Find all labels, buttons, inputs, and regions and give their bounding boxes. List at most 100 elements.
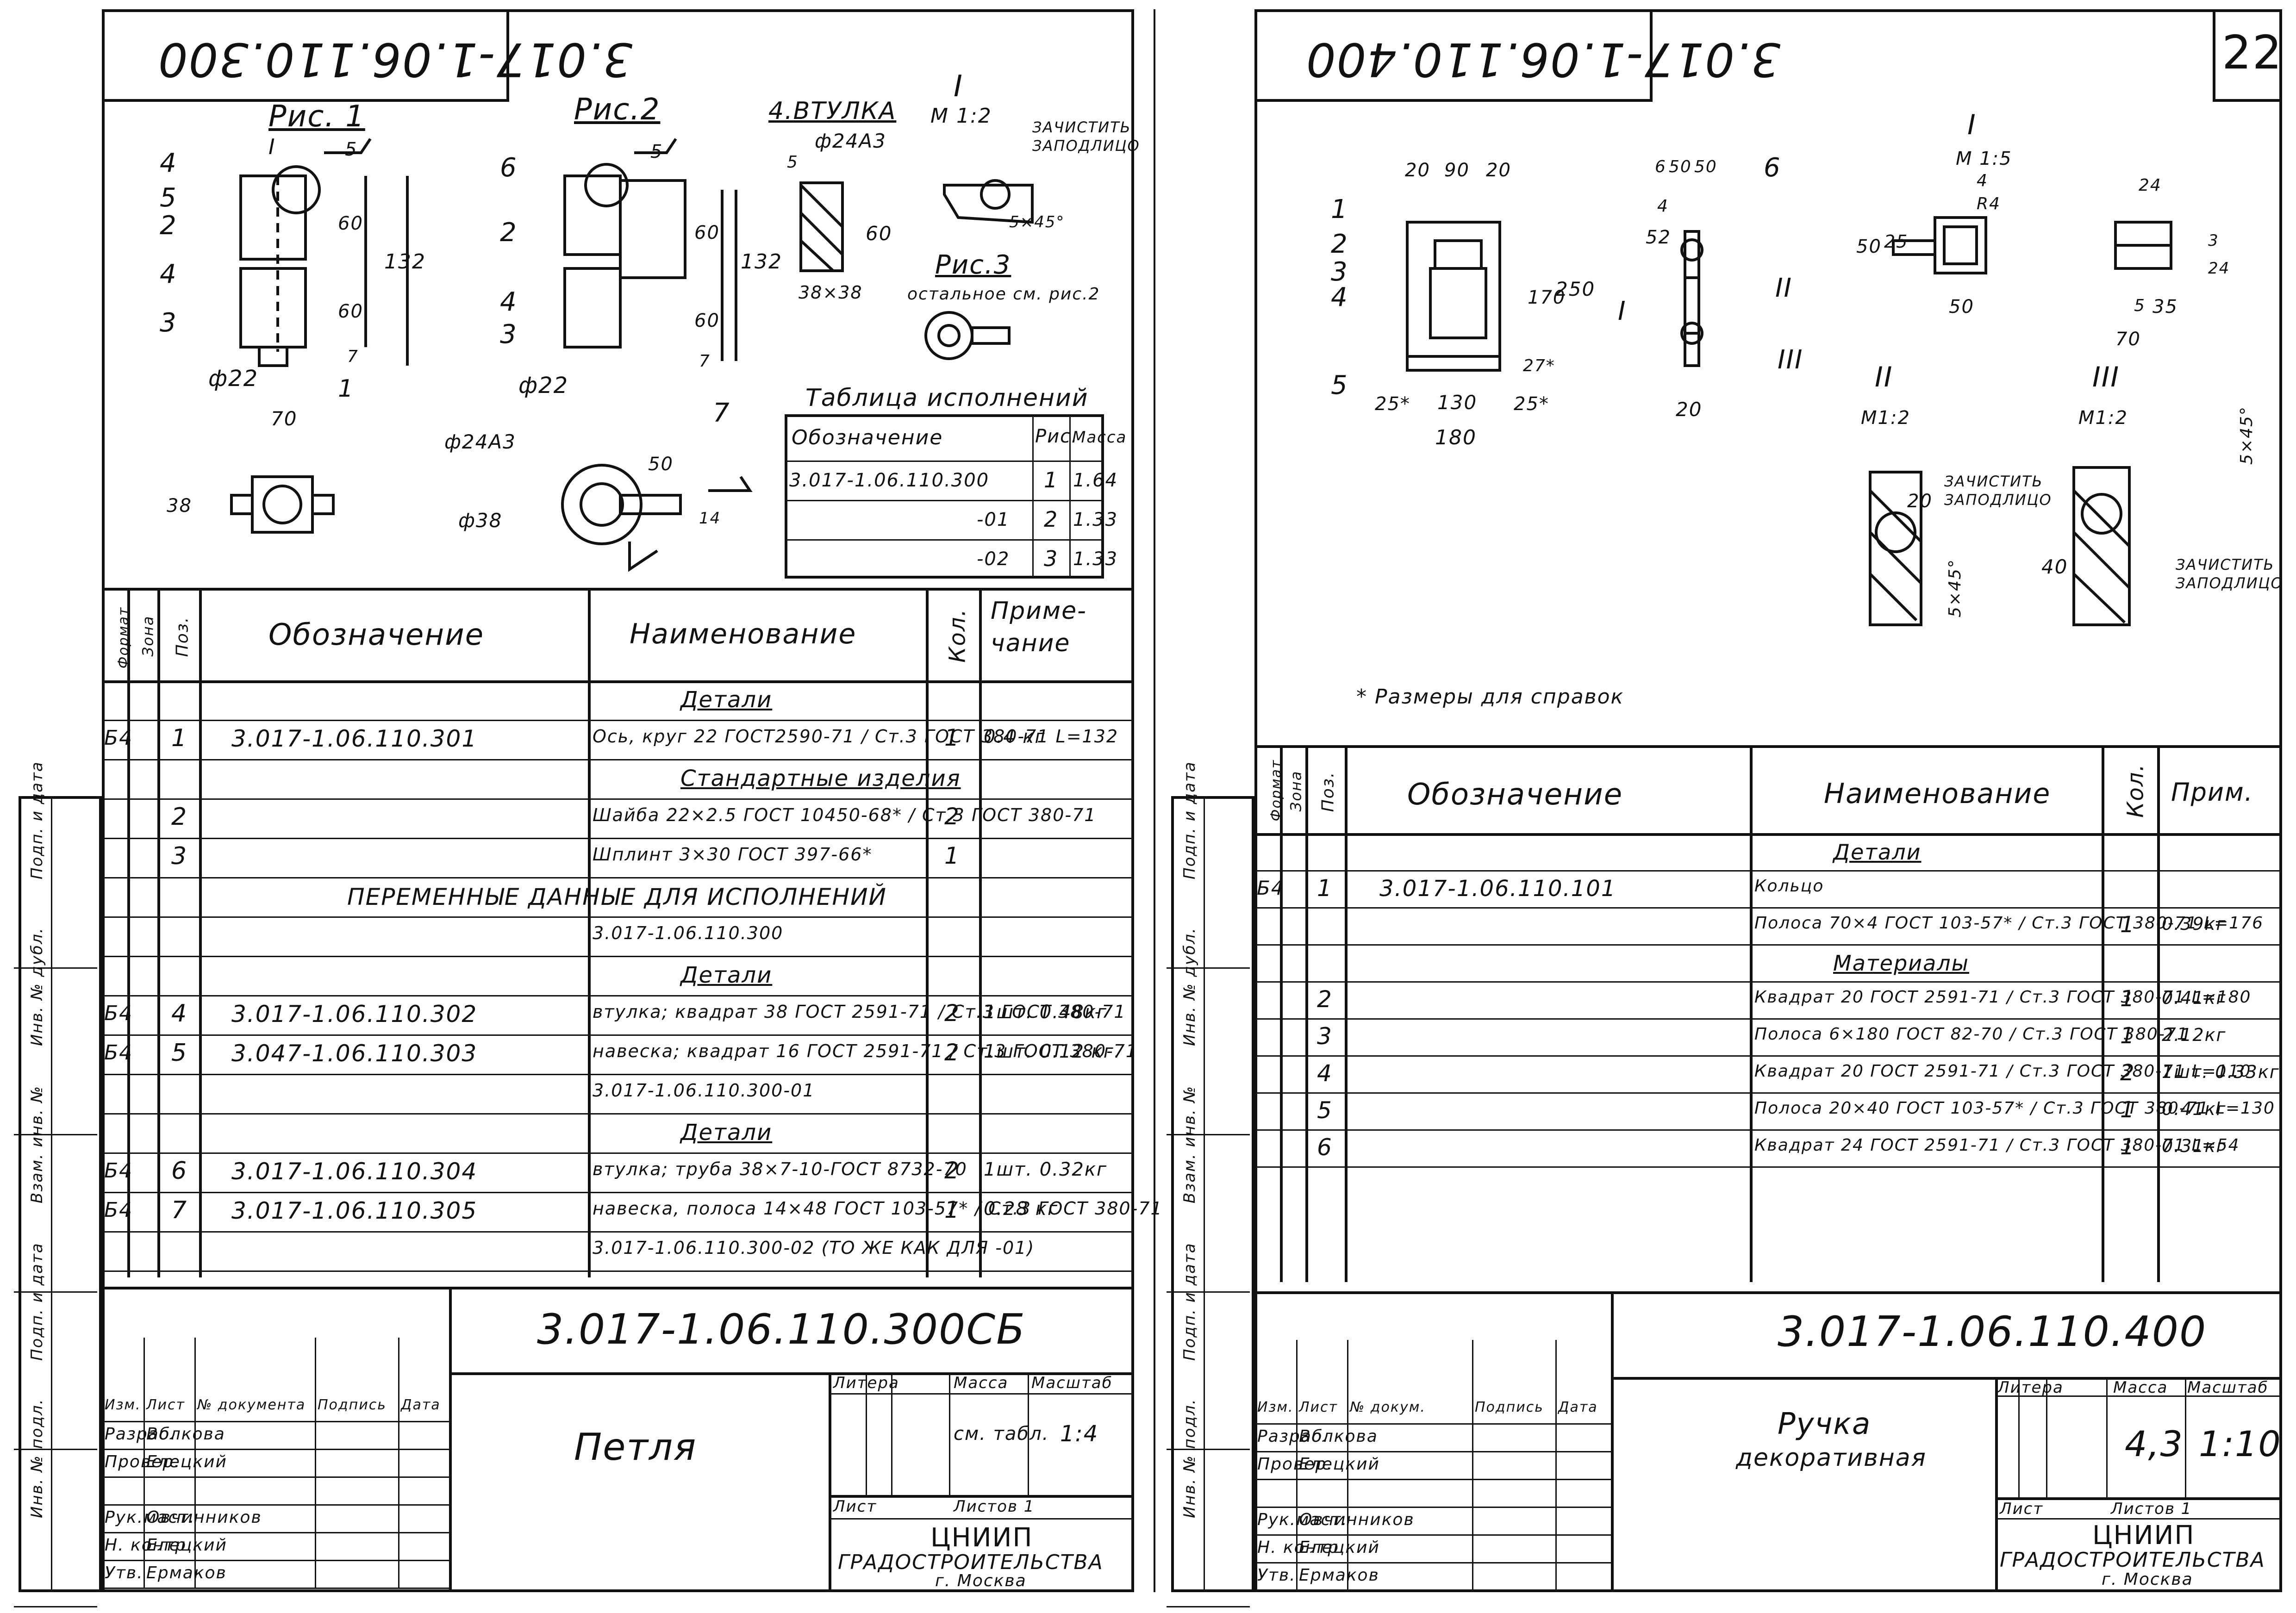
left-pos-f1-d: 4 xyxy=(160,259,177,289)
right-dim-iii40: 40 xyxy=(2041,555,2068,578)
left-spec-rowline xyxy=(102,1074,1134,1075)
right-tb-name1: Ручка xyxy=(1778,1407,1872,1441)
left-dim-l60a: 60 xyxy=(338,213,363,234)
right-side-label: Инв. № дубл. xyxy=(1180,927,1199,1046)
right-spec-rowline xyxy=(1254,1018,2282,1020)
right-spec-h6: Прим. xyxy=(2171,778,2253,807)
right-dim-w25b: 25* xyxy=(1514,393,1549,415)
right-role-line xyxy=(1254,1423,1611,1425)
left-fig3-note: остальное см. рис.2 xyxy=(907,285,1100,304)
left-role-cell: Рук.маст. xyxy=(105,1508,195,1527)
left-spec-code: 3.047-1.06.110.303 xyxy=(231,1040,478,1067)
right-pos-1: 1 xyxy=(1331,194,1348,224)
right-drawing xyxy=(1406,216,2172,626)
left-exec-r3c1: -02 xyxy=(977,548,1010,570)
left-spec-rowline xyxy=(102,759,1134,760)
left-spec-name: Детали xyxy=(680,687,773,713)
left-spec-name: 3.017-1.06.110.300-01 xyxy=(593,1080,815,1101)
right-spec-h2: Поз. xyxy=(1318,771,1338,812)
right-role-cell: Елецкий xyxy=(1299,1538,1380,1557)
left-spec-name: Стандартные изделия xyxy=(680,766,961,791)
left-tb-scale-lbl: Масштаб xyxy=(1031,1374,1113,1392)
left-spec-rowline xyxy=(102,1270,1134,1272)
left-role-cell: Лист xyxy=(146,1397,186,1413)
right-tb-code: 3.017-1.06.110.400 xyxy=(1778,1308,2207,1356)
left-side-sep xyxy=(14,1134,97,1135)
right-dim-iR4: R4 xyxy=(1977,194,2001,213)
left-side-sep xyxy=(14,1291,97,1293)
left-role-line xyxy=(102,1449,449,1450)
left-exec-h2: Рис. xyxy=(1035,426,1078,447)
left-role-cell: Дата xyxy=(401,1397,441,1413)
right-dim-s20: 20 xyxy=(1676,398,1703,421)
right-tb-name2: декоративная xyxy=(1736,1444,1927,1472)
left-stamp-box xyxy=(102,9,509,102)
left-tb-org2: ГРАДОСТРОИТЕЛЬСТВА xyxy=(838,1551,1104,1574)
left-spec-h0: Формат xyxy=(115,606,132,669)
left-exec-r2c2: 2 xyxy=(1044,507,1059,532)
right-dim-s52: 52 xyxy=(1646,227,1671,248)
right-dim-s6: 6 xyxy=(1655,157,1666,176)
left-dim-r60b: 60 xyxy=(694,310,720,331)
left-role-col xyxy=(144,1338,145,1588)
left-tb-scale-val: 1:4 xyxy=(1060,1421,1099,1447)
left-side-label: Инв. № подл. xyxy=(28,1398,46,1518)
left-spec-note: 1шт. 0.12 кг. xyxy=(984,1041,1121,1062)
left-dim-r60a: 60 xyxy=(694,222,720,243)
right-stamp-box xyxy=(1254,9,1653,102)
left-spec-qty: 1 xyxy=(944,842,960,869)
right-side-sep xyxy=(1167,1134,1250,1135)
right-spec-qty: 1 xyxy=(2120,1023,2135,1049)
left-role-line xyxy=(102,1560,449,1561)
right-spec-name: Полоса 6×180 ГОСТ 82-70 / Ст.3 ГОСТ 380-… xyxy=(1754,1025,2189,1044)
left-spec-h2: Поз. xyxy=(173,616,192,657)
right-spec-qty: 1 xyxy=(2120,986,2135,1012)
left-dim-d5: 5 xyxy=(787,153,799,172)
left-pos-f2-c: 4 xyxy=(500,287,518,317)
left-side-label: Взам. инв. № xyxy=(28,1085,46,1203)
right-spec-qty: 2 xyxy=(2120,1060,2135,1086)
right-sheet-no-box xyxy=(2213,9,2282,102)
right-spec-pos: 1 xyxy=(1317,875,1333,902)
right-dim-s50: 50 xyxy=(1669,157,1692,176)
right-spec-rowline xyxy=(1254,944,2282,946)
left-spec-name: Детали xyxy=(680,962,773,988)
left-spec-rowline xyxy=(102,1034,1134,1036)
right-side-sep xyxy=(1167,1606,1250,1607)
left-frame xyxy=(102,9,1134,1592)
left-spec-pos: 3 xyxy=(171,842,188,870)
right-role-col xyxy=(1347,1340,1348,1590)
left-dim-w50: 50 xyxy=(648,454,674,475)
right-tb-org3: г. Москва xyxy=(2102,1570,2193,1589)
left-role-cell: Овчинников xyxy=(146,1508,262,1527)
right-view1: I xyxy=(1967,109,1977,141)
left-side-label: Подп. и дата xyxy=(28,1242,46,1361)
left-role-col xyxy=(315,1338,316,1588)
left-spec-name: втулка; квадрат 38 ГОСТ 2591-71 / Ст.3 Г… xyxy=(593,1002,1126,1022)
left-clean-note: ЗАЧИСТИТЬ ЗАПОДЛИЦО xyxy=(1032,118,1140,155)
right-role-cell: Изм. xyxy=(1257,1399,1294,1415)
right-weld-5: 5 xyxy=(2134,296,2146,315)
left-exec-h1: Обозначение xyxy=(792,426,943,449)
right-spec-name: Полоса 70×4 ГОСТ 103-57* / Ст.3 ГОСТ 380… xyxy=(1754,914,2264,933)
right-frame xyxy=(1254,9,2282,1592)
right-side-label: Взам. инв. № xyxy=(1180,1085,1199,1203)
left-exec-table xyxy=(785,414,1104,579)
left-spec-fmt: Б4 xyxy=(104,1159,133,1183)
left-role-col xyxy=(398,1338,399,1588)
right-spec-name: Полоса 20×40 ГОСТ 103-57* / Ст.3 ГОСТ 38… xyxy=(1754,1099,2275,1118)
left-spec-name: Шайба 22×2.5 ГОСТ 10450-68* / Ст.3 ГОСТ … xyxy=(593,805,1097,825)
right-tb-sheets: Листов 1 xyxy=(2111,1500,2192,1518)
left-spec-pos: 1 xyxy=(171,724,188,752)
right-dim-a20: 20 xyxy=(1405,160,1430,181)
right-tb-scale-val: 1:10 xyxy=(2199,1423,2282,1464)
right-pos-5: 5 xyxy=(1331,370,1348,400)
left-role-cell: Изм. xyxy=(105,1397,141,1413)
right-side-sep xyxy=(1167,1291,1250,1293)
left-pos-f2-d: 3 xyxy=(500,319,518,349)
left-spec-name: навеска; квадрат 16 ГОСТ 2591-71 / Ст.3 … xyxy=(593,1041,1138,1061)
left-spec-rowline xyxy=(102,838,1134,839)
left-role-cell: Елецкий xyxy=(146,1452,227,1471)
right-pos-4: 4 xyxy=(1331,282,1348,312)
left-role-cell: Разраб. xyxy=(105,1425,177,1444)
